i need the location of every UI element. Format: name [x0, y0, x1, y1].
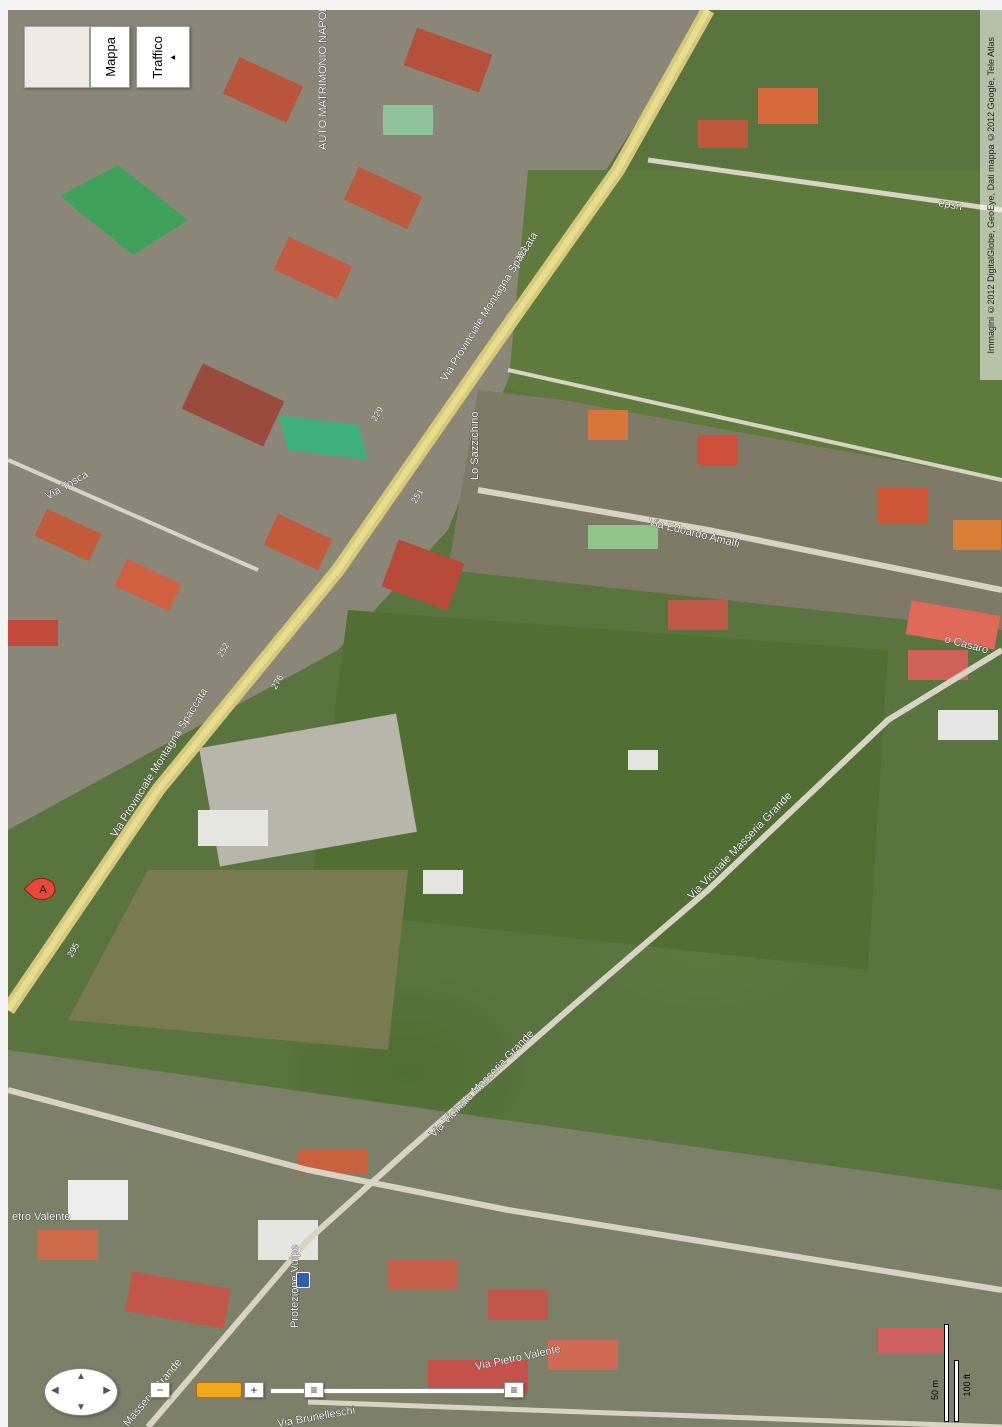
map-imagery: Via Provinciale Montagna Spaccata Via Pr…	[8, 10, 1002, 1427]
scale-bar-metric	[954, 1360, 959, 1422]
pan-right-icon[interactable]: ▶	[103, 1385, 111, 1396]
street-view-icon[interactable]	[296, 1272, 310, 1288]
scale-bar-imperial	[944, 1324, 949, 1422]
location-marker[interactable]: A	[24, 876, 58, 902]
zoom-slider-handle[interactable]: ≡	[304, 1382, 324, 1398]
urban-area-south	[8, 1050, 1002, 1427]
map-type-mappa-button[interactable]: Mappa	[90, 26, 130, 88]
traffico-label: Traffico	[149, 35, 165, 79]
field-northeast	[508, 170, 1002, 480]
road-label-pietro-valente-left: etro Valente	[12, 1211, 71, 1223]
zoom-out-button[interactable]: −	[150, 1382, 170, 1398]
scale-label-metric: 50 m	[930, 1380, 940, 1401]
scale-label-imperial: 100 ft	[962, 1374, 972, 1397]
chevron-down-icon: ▼	[167, 53, 177, 61]
traffic-dropdown-button[interactable]: Traffico ▼	[136, 26, 190, 88]
zoom-track-end: ≡	[504, 1382, 524, 1398]
buildings	[8, 27, 1001, 1394]
copyright-text: Immagini ©2012 DigitalGlobe, GeoEye, Dat…	[986, 36, 996, 354]
green-roofs	[60, 105, 658, 549]
house-number: 295	[65, 941, 81, 959]
white-structures	[68, 710, 998, 1260]
pan-left-icon[interactable]: ◀	[51, 1385, 59, 1396]
poi-label-sazzichino: Lo Sazzichino	[469, 412, 481, 481]
marker-letter: A	[39, 884, 47, 896]
poi-label-auto-matrimonio: AUTO MATRIMONIO NAPOLI	[317, 10, 329, 150]
pan-down-icon[interactable]: ▼	[76, 1402, 86, 1413]
zoom-slider[interactable]: − + ≡ ≡	[150, 1382, 524, 1398]
road-label-upper-right: epsn	[937, 197, 963, 213]
pan-control[interactable]: ◀ ▶ ▲ ▼	[44, 1368, 118, 1416]
satellite-map[interactable]: Via Provinciale Montagna Spaccata Via Pr…	[8, 10, 1002, 1427]
mappa-label: Mappa	[102, 37, 118, 77]
map-scale: 50 m 100 ft	[930, 1320, 980, 1422]
poi-label-protezione: Protezione Vulpe	[289, 1245, 301, 1328]
roads	[8, 10, 1002, 1427]
pegman-icon[interactable]	[196, 1382, 242, 1398]
zoom-in-button[interactable]: +	[244, 1382, 264, 1398]
field-west	[68, 870, 408, 1050]
map-copyright: Immagini ©2012 DigitalGlobe, GeoEye, Dat…	[980, 10, 1002, 380]
map-type-thumbnail[interactable]	[24, 26, 90, 88]
marker-pin-icon: A	[24, 877, 56, 901]
pan-up-icon[interactable]: ▲	[76, 1371, 86, 1382]
